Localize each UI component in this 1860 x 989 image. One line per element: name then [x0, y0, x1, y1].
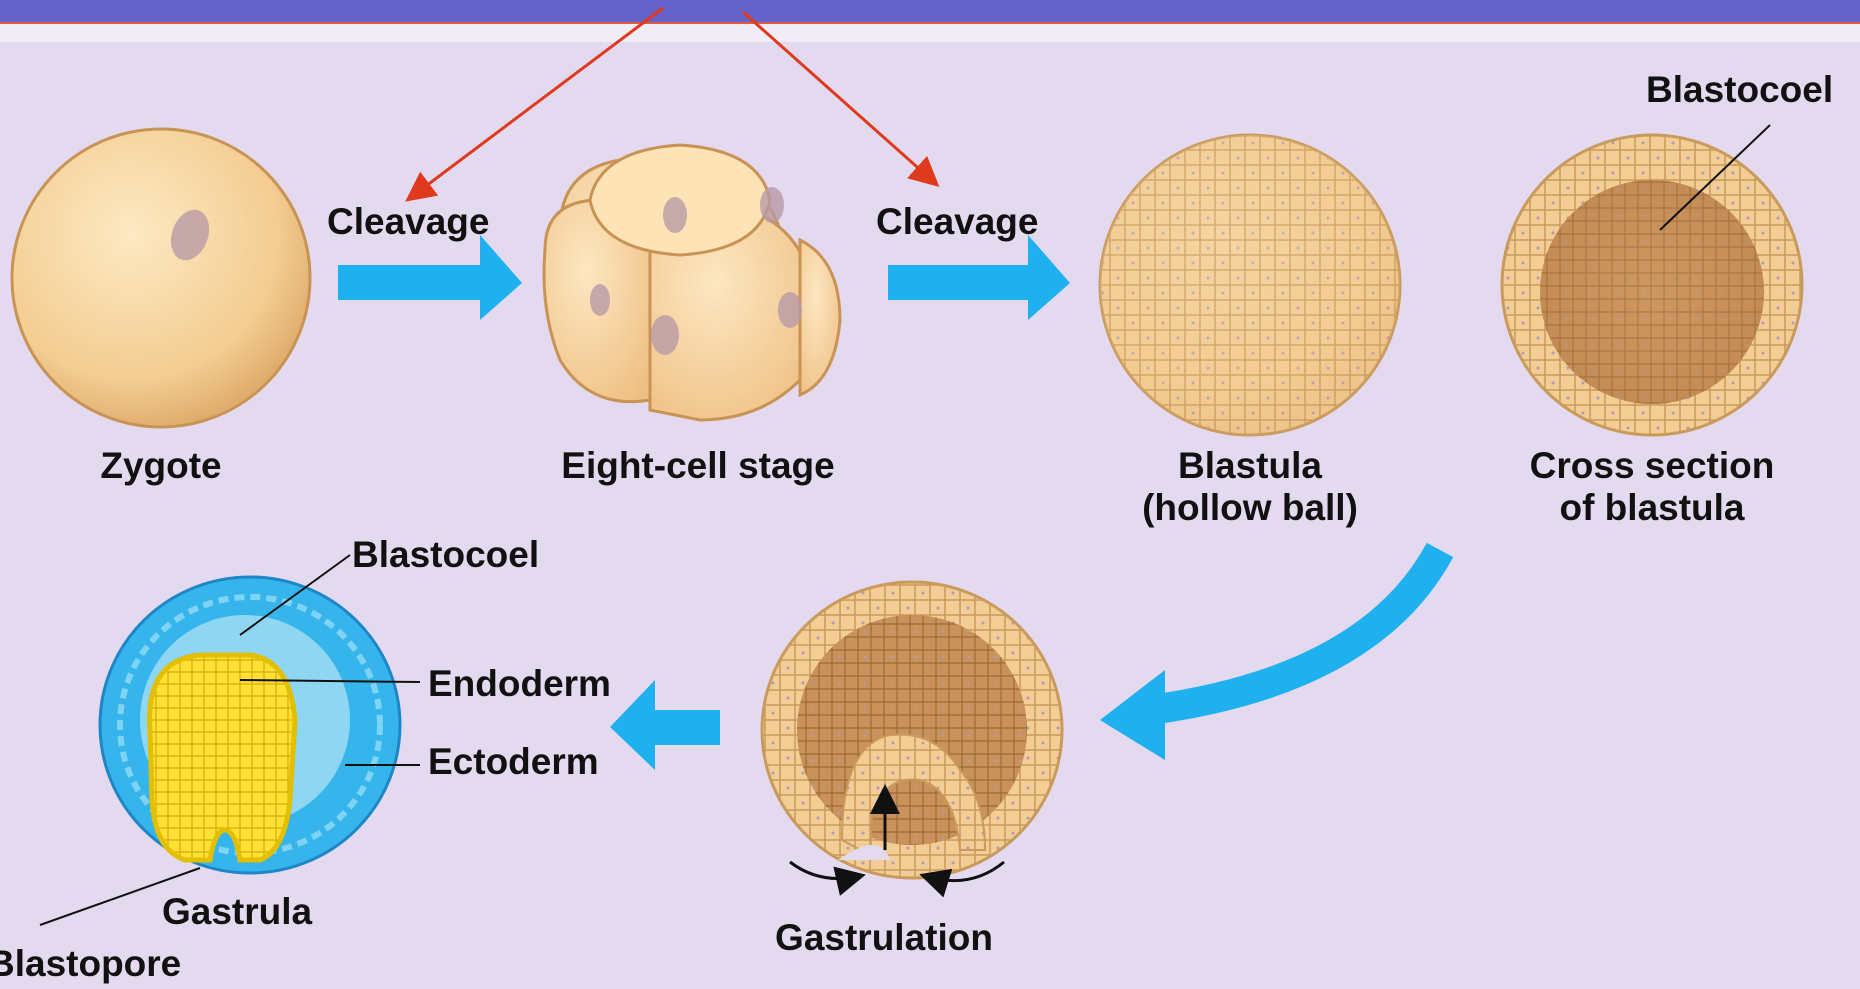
blastocoel-label-top: Blastocoel	[1646, 68, 1833, 112]
eight-cell-illustration	[544, 145, 840, 420]
cleavage-arrow-2	[888, 235, 1070, 320]
blastula-illustration	[1100, 135, 1400, 435]
ectoderm-label: Ectoderm	[428, 740, 599, 784]
blastula-sublabel: (hollow ball)	[1142, 486, 1358, 530]
cleavage-label-2: Cleavage	[876, 200, 1039, 244]
cross-section-label: Cross section	[1530, 444, 1775, 488]
blastula-label: Blastula	[1178, 444, 1322, 488]
cross-section-illustration	[1502, 125, 1802, 435]
cleavage-label-1: Cleavage	[327, 200, 490, 244]
gastrulation-illustration	[762, 582, 1064, 881]
blastocoel-label-gastrula: Blastocoel	[352, 533, 539, 577]
zygote-label: Zygote	[100, 444, 221, 488]
curved-arrow	[1100, 550, 1440, 760]
endoderm-label: Endoderm	[428, 662, 611, 706]
gastrula-illustration	[40, 555, 420, 925]
gastrula-arrow	[610, 680, 720, 770]
zygote-illustration	[12, 129, 310, 427]
cleavage-arrow-1	[338, 235, 522, 320]
gastrulation-label: Gastrulation	[775, 916, 993, 960]
eight-cell-label: Eight-cell stage	[561, 444, 834, 488]
cross-section-sublabel: of blastula	[1559, 486, 1744, 530]
blastopore-label: Blastopore	[0, 942, 181, 986]
gastrula-label: Gastrula	[162, 890, 312, 934]
